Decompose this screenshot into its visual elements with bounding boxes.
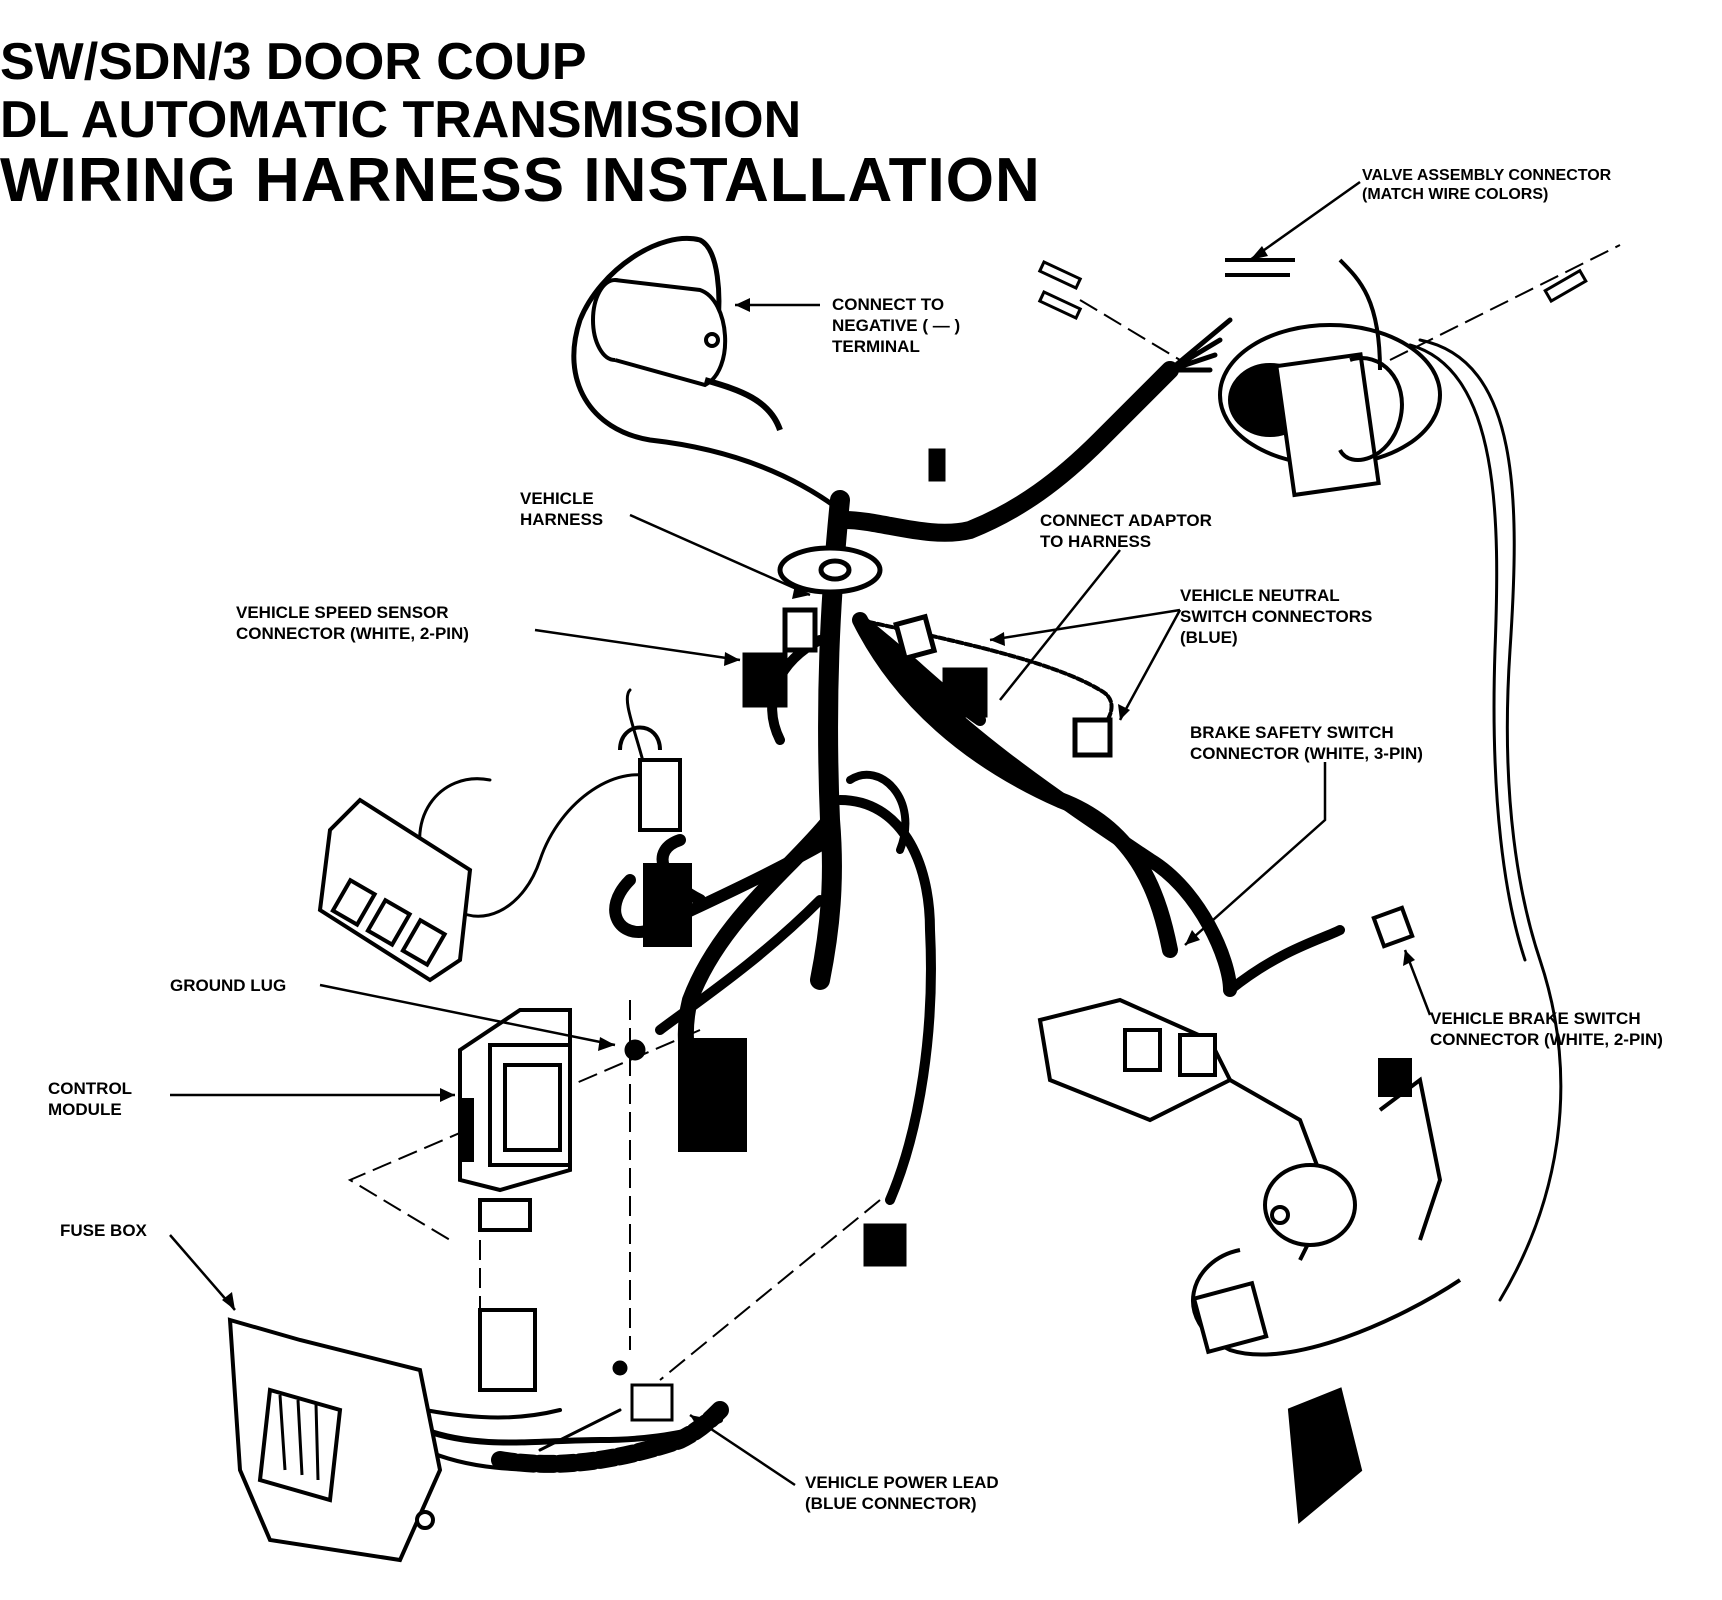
leader-lines (169, 180, 1432, 1487)
arrow-heads (222, 246, 1415, 1428)
title-line-2: DL AUTOMATIC TRANSMISSION (0, 91, 802, 149)
label-vehicle-speed-sensor: VEHICLE SPEED SENSOR CONNECTOR (WHITE, 2… (236, 603, 469, 643)
mounting-bolts (928, 260, 1588, 482)
harness-grommet (742, 545, 1113, 758)
control-module-box (458, 1008, 747, 1392)
label-valve-assembly-connector: VALVE ASSEMBLY CONNECTOR (MATCH WIRE COL… (1362, 167, 1612, 203)
label-neutral-switch-connectors: VEHICLE NEUTRAL SWITCH CONNECTORS (BLUE) (1180, 586, 1373, 647)
label-brake-safety-switch: BRAKE SAFETY SWITCH CONNECTOR (WHITE, 3-… (1190, 723, 1423, 763)
label-fuse-box: FUSE BOX (60, 1221, 147, 1240)
label-vehicle-harness: VEHICLE HARNESS (520, 489, 604, 529)
label-vehicle-brake-switch: VEHICLE BRAKE SWITCH CONNECTOR (WHITE, 2… (1430, 1009, 1663, 1049)
relay-module (317, 725, 692, 983)
connectors-lower (612, 1039, 907, 1422)
brake-pedal-assembly (1037, 905, 1462, 1524)
fuse-box-unit (227, 1317, 443, 1563)
label-connect-adaptor: CONNECT ADAPTOR TO HARNESS (1040, 511, 1212, 551)
label-control-module: CONTROL MODULE (48, 1079, 133, 1119)
label-connect-to-negative: CONNECT TO NEGATIVE ( — ) TERMINAL (832, 295, 961, 356)
main-harness (418, 236, 1563, 1473)
label-ground-lug: GROUND LUG (170, 976, 287, 995)
title-line-1: SW/SDN/3 DOOR COUP (0, 33, 587, 91)
title-line-3: WIRING HARNESS INSTALLATION (0, 146, 1041, 215)
starter-solenoid (591, 278, 783, 432)
label-vehicle-power-lead: VEHICLE POWER LEAD (BLUE CONNECTOR) (805, 1473, 999, 1513)
valve-body (1218, 258, 1442, 498)
